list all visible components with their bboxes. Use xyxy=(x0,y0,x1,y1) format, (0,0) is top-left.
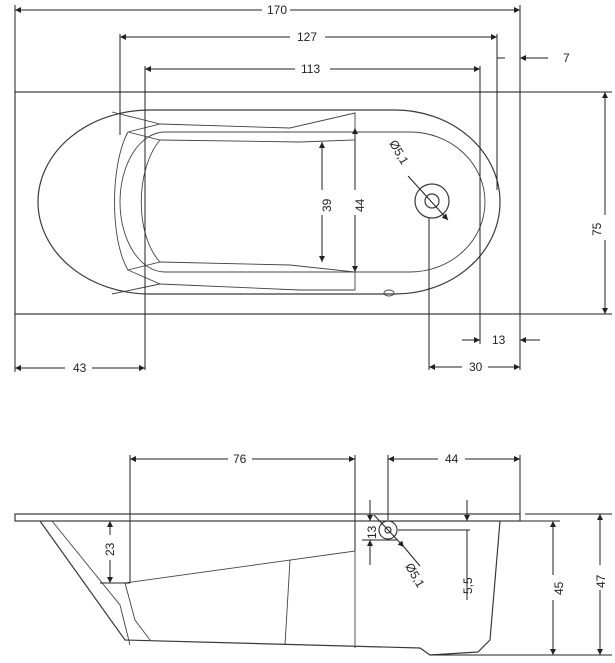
backrest-diagonal-top xyxy=(111,111,161,125)
dim-drain-offset-label: 30 xyxy=(469,360,483,374)
dim-seat-length-label: 113 xyxy=(301,62,320,76)
tub-floor-outline xyxy=(119,131,486,273)
tub-rim-profile xyxy=(14,513,521,522)
seat-slope-profile xyxy=(124,550,356,648)
overflow-fitting xyxy=(383,289,395,297)
tub-inner-basin-outline xyxy=(37,109,501,295)
dim-overflow-offset-label: 13 xyxy=(365,525,379,539)
dim-end-offset-label: 7 xyxy=(563,51,570,65)
drain-outer-ring xyxy=(414,183,450,219)
dim-left-offset-label: 43 xyxy=(73,361,87,375)
backrest-top-edge xyxy=(127,112,356,143)
dim-overflow-diameter-label: Ø5,1 xyxy=(402,561,427,591)
backrest-bottom-edge xyxy=(126,261,356,291)
backrest-side-curve-outer xyxy=(114,131,129,271)
dim-right-offset-label: 13 xyxy=(492,333,506,347)
backrest-side-curve xyxy=(140,139,161,263)
dim-width-label: 75 xyxy=(590,222,604,236)
backrest-inner-profile xyxy=(124,582,151,641)
drain-inner-ring xyxy=(424,193,440,209)
side-view: 76 44 23 13 Ø5,1 5,5 45 xyxy=(14,452,612,656)
overflow-outer-ring xyxy=(378,520,398,540)
tub-outer-rim xyxy=(14,91,521,315)
dim-overflow-height-label: 5,5 xyxy=(461,577,475,594)
dim-inner-length-label: 127 xyxy=(297,30,317,44)
backrest-diagonal-bottom xyxy=(111,283,161,295)
backrest-profile xyxy=(51,520,131,646)
dim-backrest-inner-label: 39 xyxy=(320,198,334,212)
overflow-inner-ring xyxy=(384,526,392,534)
dim-backrest-length-label: 76 xyxy=(233,452,247,466)
dim-total-height-label: 47 xyxy=(594,574,608,588)
seat-divider xyxy=(284,559,291,646)
dim-drain-distance-label: 44 xyxy=(445,452,459,466)
dim-total-length-label: 170 xyxy=(267,3,287,17)
dim-inner-depth-label: 45 xyxy=(552,581,566,595)
dim-drain-diameter-label: Ø5,1 xyxy=(386,138,411,168)
dim-rim-height-label: 23 xyxy=(103,542,117,556)
top-view: 170 127 113 7 75 39 44 Ø5,1 xyxy=(14,3,612,375)
dim-backrest-outer-label: 44 xyxy=(353,198,367,212)
tub-body-profile xyxy=(39,520,501,656)
